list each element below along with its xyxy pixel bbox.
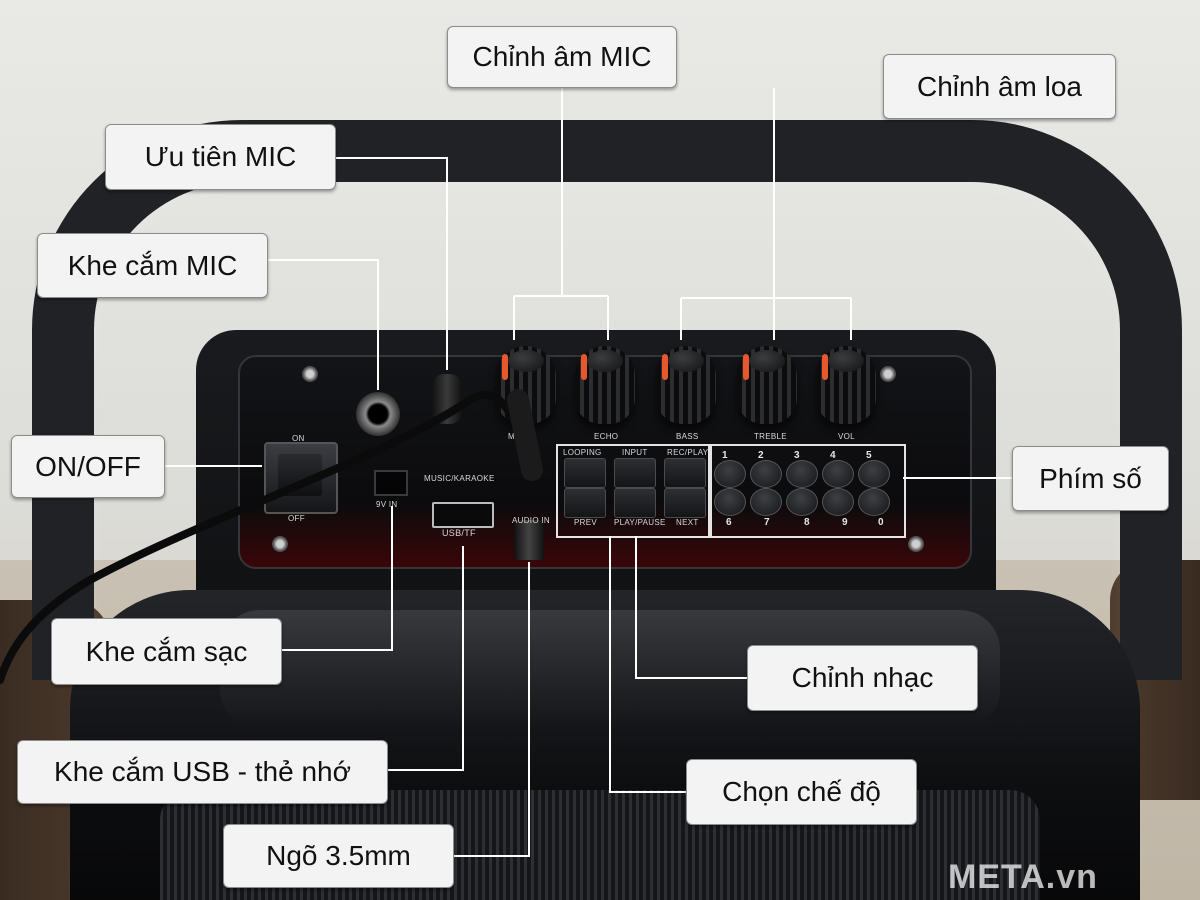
priority-label: MUSIC/KARAOKE <box>424 474 495 483</box>
btn-label-play-pause: PLAY/PAUSE <box>614 518 666 527</box>
knob-marker <box>743 354 749 380</box>
panel-screw <box>908 536 924 552</box>
btn-label-input: INPUT <box>622 448 648 457</box>
knob-label-bass: BASS <box>676 432 699 441</box>
knob-label-treble: TREBLE <box>754 432 787 441</box>
key-number: 8 <box>804 517 810 528</box>
label-uu-tien-mic: Ưu tiên MIC <box>105 124 336 190</box>
key-number: 2 <box>758 450 764 461</box>
knob-cap <box>668 350 704 372</box>
label-chon-che-do: Chọn chế độ <box>686 759 917 825</box>
knob-marker <box>581 354 587 380</box>
usb-port[interactable] <box>432 502 494 528</box>
key-number: 9 <box>842 517 848 528</box>
label-chinh-am-loa: Chỉnh âm loa <box>883 54 1116 119</box>
label-ngo-3-5mm: Ngõ 3.5mm <box>223 824 454 888</box>
function-button-group <box>556 444 712 538</box>
label-khe-cam-mic: Khe cắm MIC <box>37 233 268 298</box>
charging-port[interactable] <box>374 470 408 496</box>
knob-marker <box>822 354 828 380</box>
key-number: 5 <box>866 450 872 461</box>
panel-screw <box>302 366 318 382</box>
knob-label-echo: ECHO <box>594 432 619 441</box>
rec-play-button[interactable] <box>664 458 706 488</box>
label-phim-so: Phím số <box>1012 446 1169 511</box>
key-number: 1 <box>722 450 728 461</box>
btn-label-next: NEXT <box>676 518 699 527</box>
btn-label-prev: PREV <box>574 518 597 527</box>
audio-in-label: AUDIO IN <box>512 516 550 525</box>
key-number: 6 <box>726 517 732 528</box>
watermark-logo: META.vn <box>948 858 1098 896</box>
label-on-off: ON/OFF <box>11 435 165 498</box>
btn-label-rec-play: REC/PLAY <box>667 448 709 457</box>
number-keypad <box>708 444 906 538</box>
number-key-3[interactable] <box>786 460 818 488</box>
knob-volume[interactable] <box>816 346 876 424</box>
btn-label-looping: LOOPING <box>563 448 602 457</box>
knob-label-vol: VOL <box>838 432 855 441</box>
mic-jack[interactable] <box>356 392 400 436</box>
panel-screw <box>880 366 896 382</box>
prev-button[interactable] <box>564 488 606 518</box>
key-number: 7 <box>764 517 770 528</box>
knob-marker <box>662 354 668 380</box>
play-pause-button[interactable] <box>614 488 656 518</box>
label-chinh-nhac: Chỉnh nhạc <box>747 645 978 711</box>
knob-cap <box>587 350 623 372</box>
knob-echo[interactable] <box>575 346 635 424</box>
usb-label: USB/TF <box>442 528 476 538</box>
number-key-8[interactable] <box>786 488 818 516</box>
key-number: 0 <box>878 517 884 528</box>
label-khe-cam-sac: Khe cắm sạc <box>51 618 282 685</box>
number-key-5[interactable] <box>858 460 890 488</box>
switch-off-label: OFF <box>288 514 305 523</box>
input-mode-button[interactable] <box>614 458 656 488</box>
label-chinh-am-mic: Chỉnh âm MIC <box>447 26 677 88</box>
aux-jack[interactable] <box>514 520 544 560</box>
label-khe-cam-usb: Khe cắm USB - thẻ nhớ <box>17 740 388 804</box>
number-key-2[interactable] <box>750 460 782 488</box>
knob-cap <box>749 350 785 372</box>
knob-bass[interactable] <box>656 346 716 424</box>
number-key-1[interactable] <box>714 460 746 488</box>
knob-treble[interactable] <box>737 346 797 424</box>
switch-on-label: ON <box>292 434 305 443</box>
number-key-7[interactable] <box>750 488 782 516</box>
number-key-4[interactable] <box>822 460 854 488</box>
key-number: 4 <box>830 450 836 461</box>
looping-button[interactable] <box>564 458 606 488</box>
key-number: 3 <box>794 450 800 461</box>
number-key-9[interactable] <box>822 488 854 516</box>
knob-cap <box>508 350 544 372</box>
next-button[interactable] <box>664 488 706 518</box>
dc-in-label: 9V IN <box>376 500 398 509</box>
knob-cap <box>828 350 864 372</box>
number-key-6[interactable] <box>714 488 746 516</box>
knob-marker <box>502 354 508 380</box>
number-key-0[interactable] <box>858 488 890 516</box>
panel-screw <box>272 536 288 552</box>
